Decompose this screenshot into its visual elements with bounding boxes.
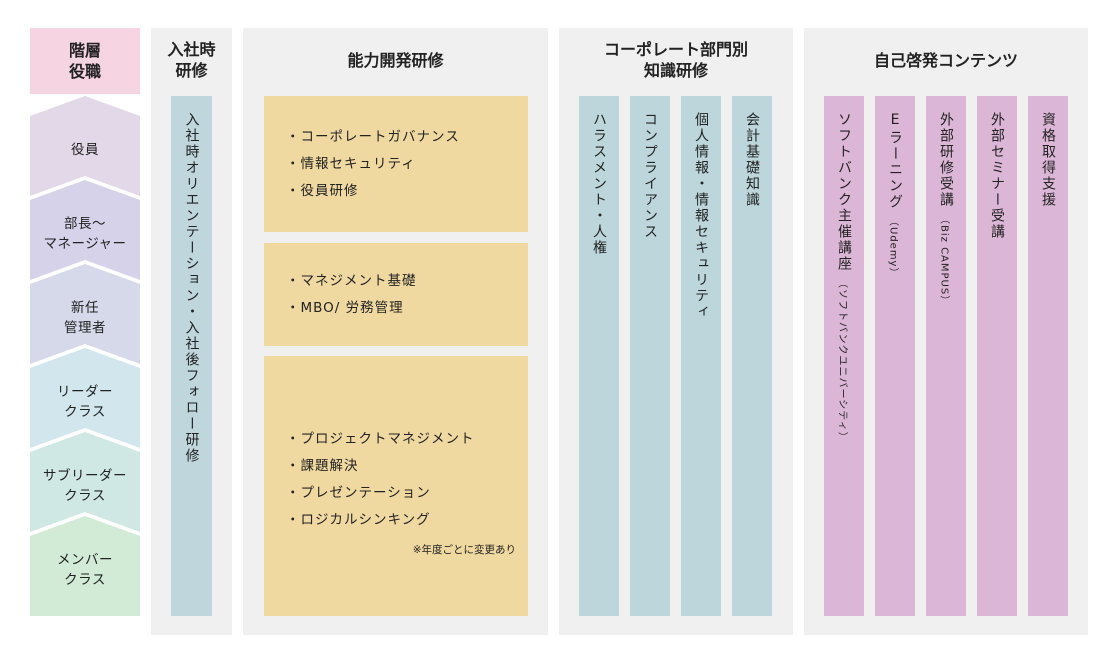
onboarding-column-label: 入社時オリエンテーション・入社後フォロー研修 <box>183 112 200 464</box>
corporate-column-label: ハラスメント・人権 <box>591 112 608 256</box>
self-dev-column-label: 資格取得支援 <box>1040 112 1057 208</box>
self-dev-column: 外部セミナー受講 <box>977 96 1017 616</box>
corporate-column-label: 会計基礎知識 <box>744 112 761 208</box>
skill-item: ・ロジカルシンキング <box>286 511 431 528</box>
level-chevron: リーダー クラス <box>30 348 140 448</box>
skill-item: ・マネジメント基礎 <box>286 272 417 289</box>
onboarding-column: 入社時オリエンテーション・入社後フォロー研修 <box>171 96 212 616</box>
self-dev-column: 資格取得支援 <box>1028 96 1068 616</box>
self-dev-column-label: 外部研修受講 <box>938 112 955 208</box>
self-dev-column: Eラーニング （Udemy） <box>875 96 915 616</box>
self-dev-column-label: ソフトバンク主催講座 <box>836 112 853 272</box>
self-dev-column: 外部研修受講 （Biz CAMPUS） <box>926 96 966 616</box>
corporate-column: 個人情報・情報セキュリティ <box>681 96 721 616</box>
skill-item: ・MBO/ 労務管理 <box>286 299 404 316</box>
onboarding-header: 入社時 研修 <box>167 40 216 80</box>
skills-box-executive: ・コーポレートガバナンス ・情報セキュリティ ・役員研修 <box>264 96 528 232</box>
skill-item: ・情報セキュリティ <box>286 155 416 172</box>
level-chevron: メンバー クラス <box>30 516 140 616</box>
skills-note: ※年度ごとに変更あり <box>412 543 516 556</box>
self-dev-header: 自己啓発コンテンツ <box>873 50 1018 70</box>
skills-box-general: ・プロジェクトマネジメント ・課題解決 ・プレゼンテーション ・ロジカルシンキン… <box>264 356 528 616</box>
self-dev-column-note: （Udemy） <box>887 216 899 279</box>
self-dev-column-label: 外部セミナー受講 <box>989 112 1006 240</box>
corporate-header: コーポレート部門別 知識研修 <box>603 40 748 80</box>
skill-item: ・プレゼンテーション <box>286 484 431 501</box>
self-dev-column: ソフトバンク主催講座 （ソフトバンクユニバーシティ） <box>824 96 864 616</box>
self-dev-column-note: （ソフトバンクユニバーシティ） <box>836 278 848 443</box>
skills-box-management: ・マネジメント基礎 ・MBO/ 労務管理 <box>264 243 528 346</box>
self-dev-column-note: （Biz CAMPUS） <box>938 214 950 307</box>
corporate-column: コンプライアンス <box>630 96 670 616</box>
skills-header: 能力開発研修 <box>347 50 444 70</box>
skill-item: ・コーポレートガバナンス <box>286 128 460 145</box>
skill-item: ・プロジェクトマネジメント <box>286 430 475 447</box>
self-dev-column-label: Eラーニング <box>887 112 904 210</box>
rank-header: 階層 役職 <box>30 28 140 94</box>
corporate-column-label: コンプライアンス <box>642 112 659 240</box>
skill-item: ・役員研修 <box>286 182 359 199</box>
corporate-column-label: 個人情報・情報セキュリティ <box>693 112 710 320</box>
corporate-column: ハラスメント・人権 <box>579 96 619 616</box>
skill-item: ・課題解決 <box>286 457 359 474</box>
corporate-column: 会計基礎知識 <box>732 96 772 616</box>
